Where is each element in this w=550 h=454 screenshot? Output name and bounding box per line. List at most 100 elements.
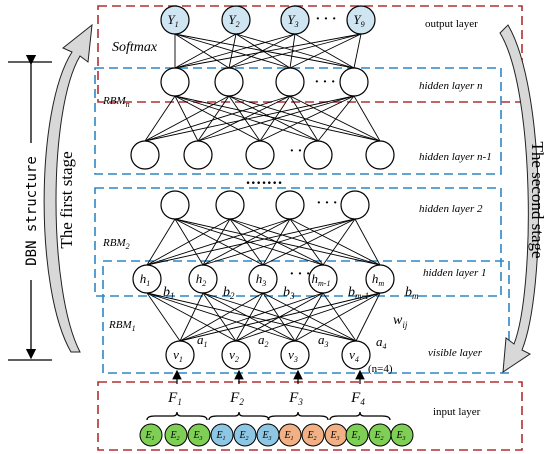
visible-node [221,340,251,370]
ellipsis-hidden-2: · · · [316,196,337,211]
hidden-2-node [215,190,245,220]
connection-line [289,218,381,266]
connection-line [228,95,319,142]
hidden-2-layer [160,190,370,220]
feature-label: F2 [229,390,244,407]
input-feature-node [164,423,188,447]
input-layer-label: input layer [433,406,481,418]
hidden-layer-2-label: hidden layer 2 [419,203,483,215]
connection-line [179,292,324,342]
ellipsis-hidden-1: · · · [289,267,310,282]
hidden-1-node-label: h2 [196,271,207,288]
n-equals-label: (n=4) [368,363,393,375]
visible-node-label: v1 [173,347,183,364]
input-feature-node-label: E1 [350,430,360,442]
connection-line [317,95,355,142]
hidden-2-node [340,190,370,220]
input-feature-node [187,423,211,447]
hidden-n-node [214,67,244,97]
first-stage-arrow [43,23,93,353]
bias-a-label: a2 [258,332,269,349]
connection-line [179,292,264,342]
connection-line [228,33,296,69]
hidden-1-node [308,264,338,294]
output-node-label: Y2 [228,12,239,29]
output-node-label: Y3 [287,12,298,29]
bias-a-label: a1 [197,332,208,349]
connection-lines [144,33,381,342]
connection-line [202,218,356,266]
hidden-gap-dots: ······· [245,175,282,192]
connection-line [262,218,356,266]
connection-line [202,218,231,266]
feature-label: F1 [167,390,182,407]
input-feature-node [390,423,414,447]
connection-line [146,218,231,266]
bias-a-label: a3 [318,332,329,349]
rbm-1-label: RBM1 [108,319,136,333]
connection-line [228,33,237,69]
connection-line [235,33,291,69]
connection-line [174,33,355,69]
weight-label: wij [393,313,408,330]
visible-node-label: v4 [349,347,359,364]
output-node [160,5,190,35]
output-node-label: Y1 [167,12,178,29]
hidden-n-1-node [303,140,333,170]
ellipsis-hidden-n: · · · [314,75,335,90]
bias-b-label: b1 [163,285,175,301]
hidden-1-node [365,264,395,294]
output-node [346,5,376,35]
input-feature-node-label: E2 [373,430,383,442]
input-feature-node-label: E1 [283,430,293,442]
rbm-2-box [94,187,502,297]
input-feature-node [139,423,163,447]
connection-line [229,218,381,266]
output-node-label: Y9 [353,12,364,29]
output-layer: Y1 Y2 Y3 Y9 [160,5,376,35]
connection-line [353,33,362,69]
connection-line [146,218,356,266]
connection-line [146,218,291,266]
connection-line [202,292,237,342]
bias-a-label: a4 [376,334,387,351]
connection-line [174,33,237,69]
connection-line [146,292,181,342]
input-layer-box [97,381,523,451]
connection-line [235,292,381,342]
connection-line [179,292,204,342]
connection-line [174,33,296,69]
second-stage-label: The second stage [528,141,547,258]
visible-node [280,340,310,370]
bias-b-label: bm [405,285,419,301]
feature-label: F4 [350,390,365,407]
connection-line [202,218,291,266]
connection-line [259,95,355,142]
connection-line [146,218,176,266]
connection-line [235,292,264,342]
hidden-1-node [132,264,162,294]
feature-brace [329,411,391,421]
hidden-1-node [248,264,278,294]
feature-brace [146,411,208,421]
bias-b-label: bm-1 [348,285,369,301]
hidden-n-1-node [365,140,395,170]
input-feature-node [278,423,302,447]
rbm-n-box [94,67,502,175]
hidden-1-node-label: h3 [256,271,267,288]
connection-line [197,95,355,142]
input-feature-node-label: E3 [395,430,405,442]
input-feature-node-label: E2 [238,430,248,442]
input-feature-node [233,423,257,447]
hidden-n-node [275,67,305,97]
visible-node-label: v3 [288,347,298,364]
hidden-n-node [339,67,369,97]
connection-line [289,33,362,69]
visible-node-label: v2 [229,347,239,364]
hidden-n-1-node [130,140,160,170]
feature-brace [208,411,270,421]
